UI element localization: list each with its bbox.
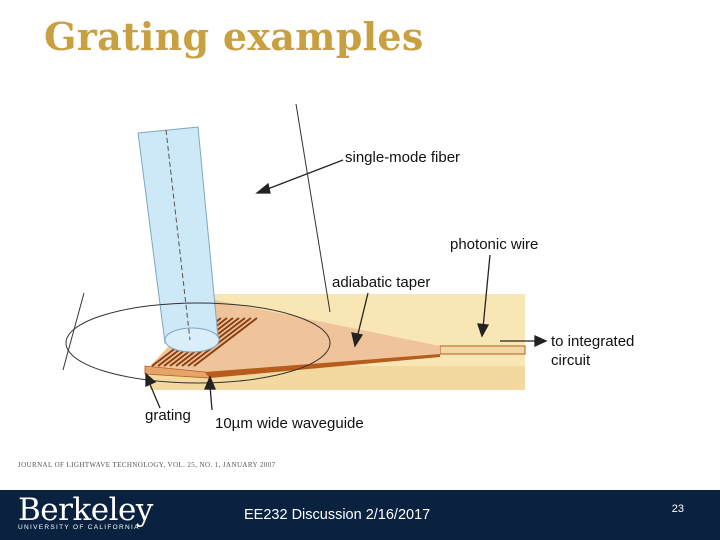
grating-coupler-diagram: single-mode fiber photonic wire adiabati… — [0, 95, 720, 475]
logo-subtext: UNIVERSITY OF CALIFORNIA — [18, 524, 140, 531]
label-single-mode-fiber: single-mode fiber — [345, 149, 460, 166]
label-grating: grating — [145, 407, 191, 424]
footer-bar: Berkeley UNIVERSITY OF CALIFORNIA EE232 … — [0, 490, 720, 540]
diagram-svg: single-mode fiber photonic wire adiabati… — [62, 103, 634, 432]
pointer-arrows — [145, 159, 548, 411]
fiber-end — [164, 327, 220, 353]
photonic-wire — [439, 345, 526, 355]
label-adiabatic-taper: adiabatic taper — [332, 274, 430, 291]
label-circuit: circuit — [551, 352, 591, 369]
label-to-integrated: to integrated — [551, 333, 634, 350]
angle-ellipse — [65, 302, 331, 384]
slide-title: Grating examples — [44, 14, 424, 59]
angle-line-left — [62, 292, 85, 371]
footer-course-info: EE232 Discussion 2/16/2017 — [244, 507, 431, 523]
citation: JOURNAL OF LIGHTWAVE TECHNOLOGY, VOL. 25… — [18, 461, 276, 469]
logo-wordmark: Berkeley — [18, 492, 153, 528]
label-waveguide: 10µm wide waveguide — [215, 415, 364, 432]
berkeley-logo: Berkeley UNIVERSITY OF CALIFORNIA — [18, 494, 153, 531]
label-photonic-wire: photonic wire — [450, 236, 538, 253]
fiber-axis — [165, 129, 191, 341]
page-number: 23 — [671, 503, 684, 515]
angle-line-right — [295, 103, 331, 313]
waveguide-edge — [205, 354, 440, 378]
adiabatic-taper — [150, 300, 440, 372]
